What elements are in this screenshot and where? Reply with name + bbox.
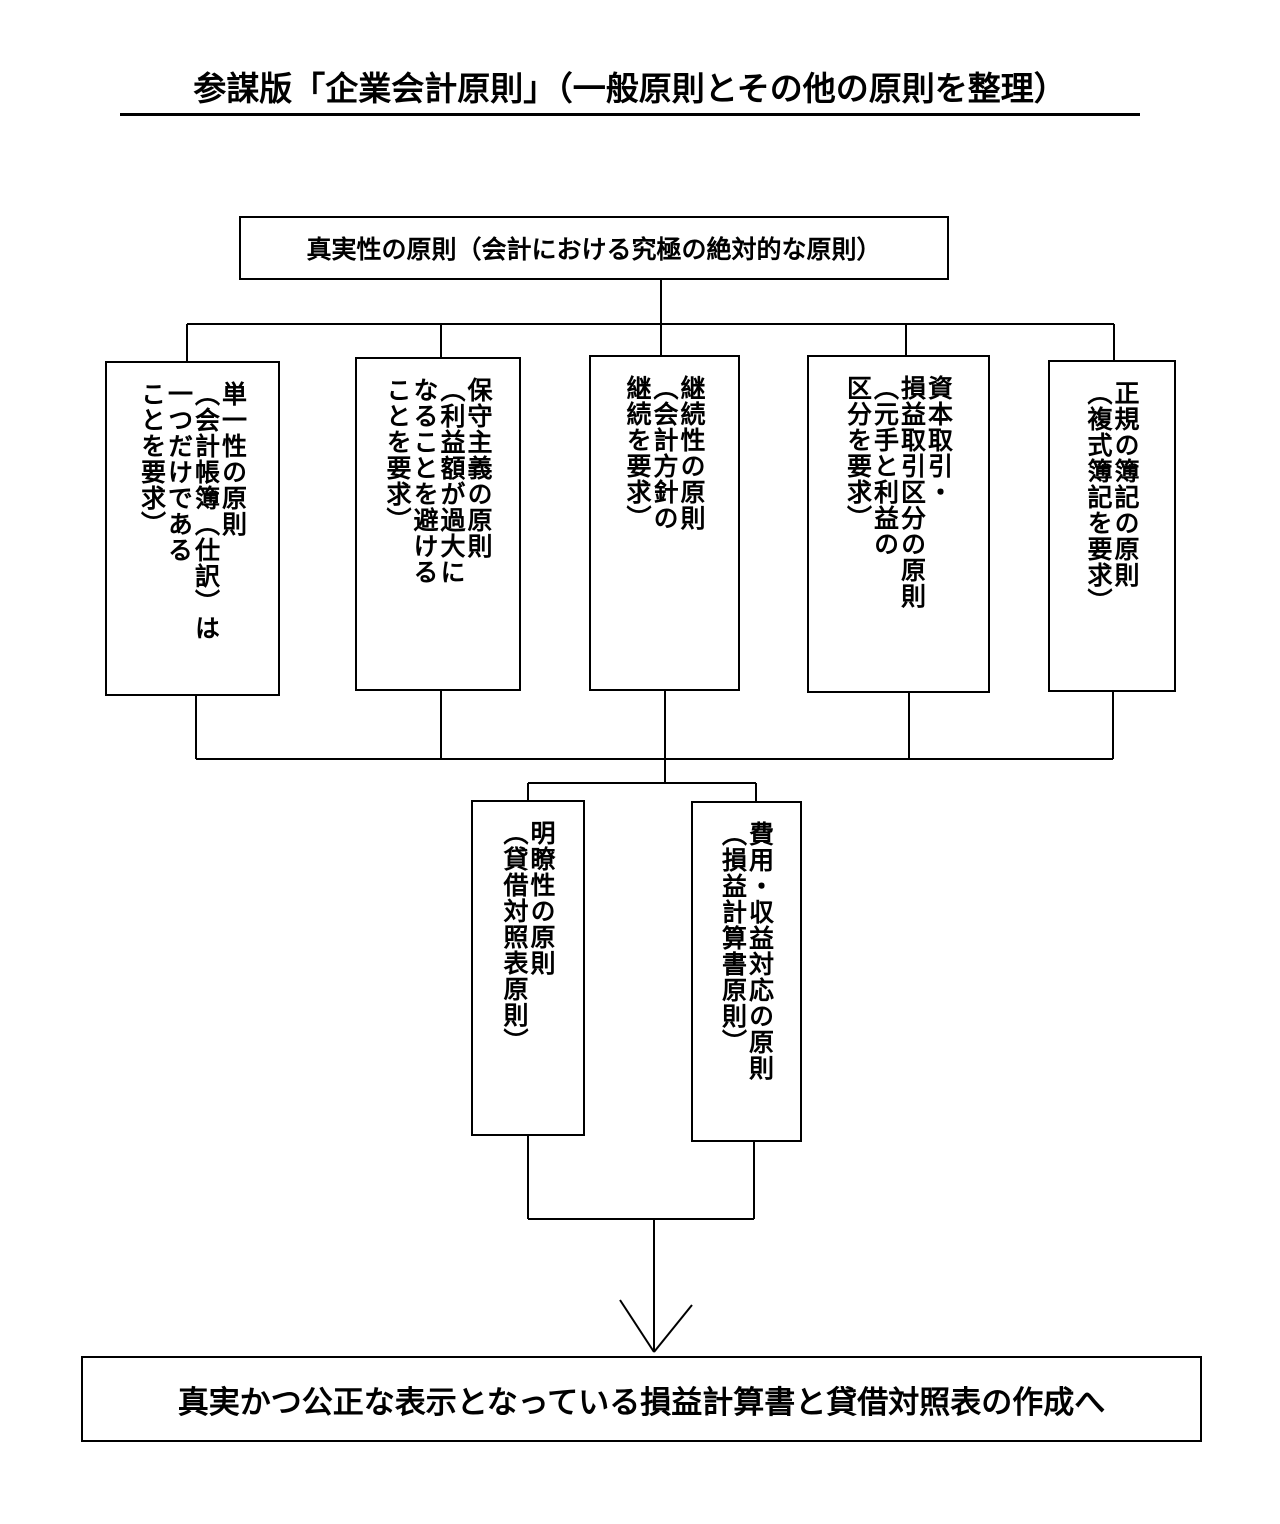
arrow-head-right [653,1304,693,1353]
truthfulness-principle-text: 真実性の原則（会計における究極の絶対的な原則） [306,235,882,264]
principle-line: ことを要求） [383,377,412,533]
principle-line: 資本取引・ [924,375,954,505]
matching-principle-box: 費用・収益対応の原則 （損益計算書原則） [691,801,802,1142]
statement-line: 明瞭性の原則 [527,820,556,976]
principle-line: 保守主義の原則 [464,377,493,559]
consistency-principle-box: 継続性の原則 （会計方針の 継続を要求） [589,355,740,691]
regular-bookkeeping-principle-box: 正規の簿記の原則 （複式簿記を要求） [1048,360,1176,692]
clarity-principle-box: 明瞭性の原則 （貸借対照表原則） [471,800,585,1136]
statement-line: （貸借対照表原則） [500,820,529,1054]
principle-line: 継続を要求） [623,375,652,531]
principle-line: なることを避ける [410,377,439,585]
statement-line: 費用・収益対応の原則 [745,821,775,1081]
capital-profit-distinction-box: 資本取引・ 損益取引区分の原則 （元手と利益の 区分を要求） [807,355,990,693]
statement-line: （損益計算書原則） [718,821,748,1055]
principle-line: 一つだけである [164,381,194,563]
page-title: 参謀版「企業会計原則」（一般原則とその他の原則を整理） [193,69,1067,108]
conservatism-principle-box: 保守主義の原則 （利益額が過大に なることを避ける ことを要求） [355,357,521,691]
title-underline [120,113,1140,116]
principle-line: （利益額が過大に [437,377,466,585]
single-book-principle-box: 単一性の原則 （会計帳簿（仕訳）は 一つだけである ことを要求） [105,361,280,696]
principle-line: （会計方針の [650,375,679,531]
principle-line: 正規の簿記の原則 [1111,380,1140,588]
outcome-box: 真実かつ公正な表示となっている損益計算書と貸借対照表の作成へ [81,1356,1202,1442]
arrow-head-left [619,1299,655,1353]
principle-line: 損益取引区分の原則 [897,375,927,609]
truthfulness-principle-box: 真実性の原則（会計における究極の絶対的な原則） [239,216,949,280]
principle-line: 継続性の原則 [677,375,706,531]
principle-line: 単一性の原則 [218,381,248,537]
principle-line: 区分を要求） [843,375,873,531]
principle-line: （会計帳簿（仕訳）は [191,381,221,641]
principle-line: （複式簿記を要求） [1084,380,1113,614]
principle-line: ことを要求） [137,381,167,537]
principle-line: （元手と利益の [870,375,900,557]
outcome-text: 真実かつ公正な表示となっている損益計算書と貸借対照表の作成へ [177,1384,1106,1421]
